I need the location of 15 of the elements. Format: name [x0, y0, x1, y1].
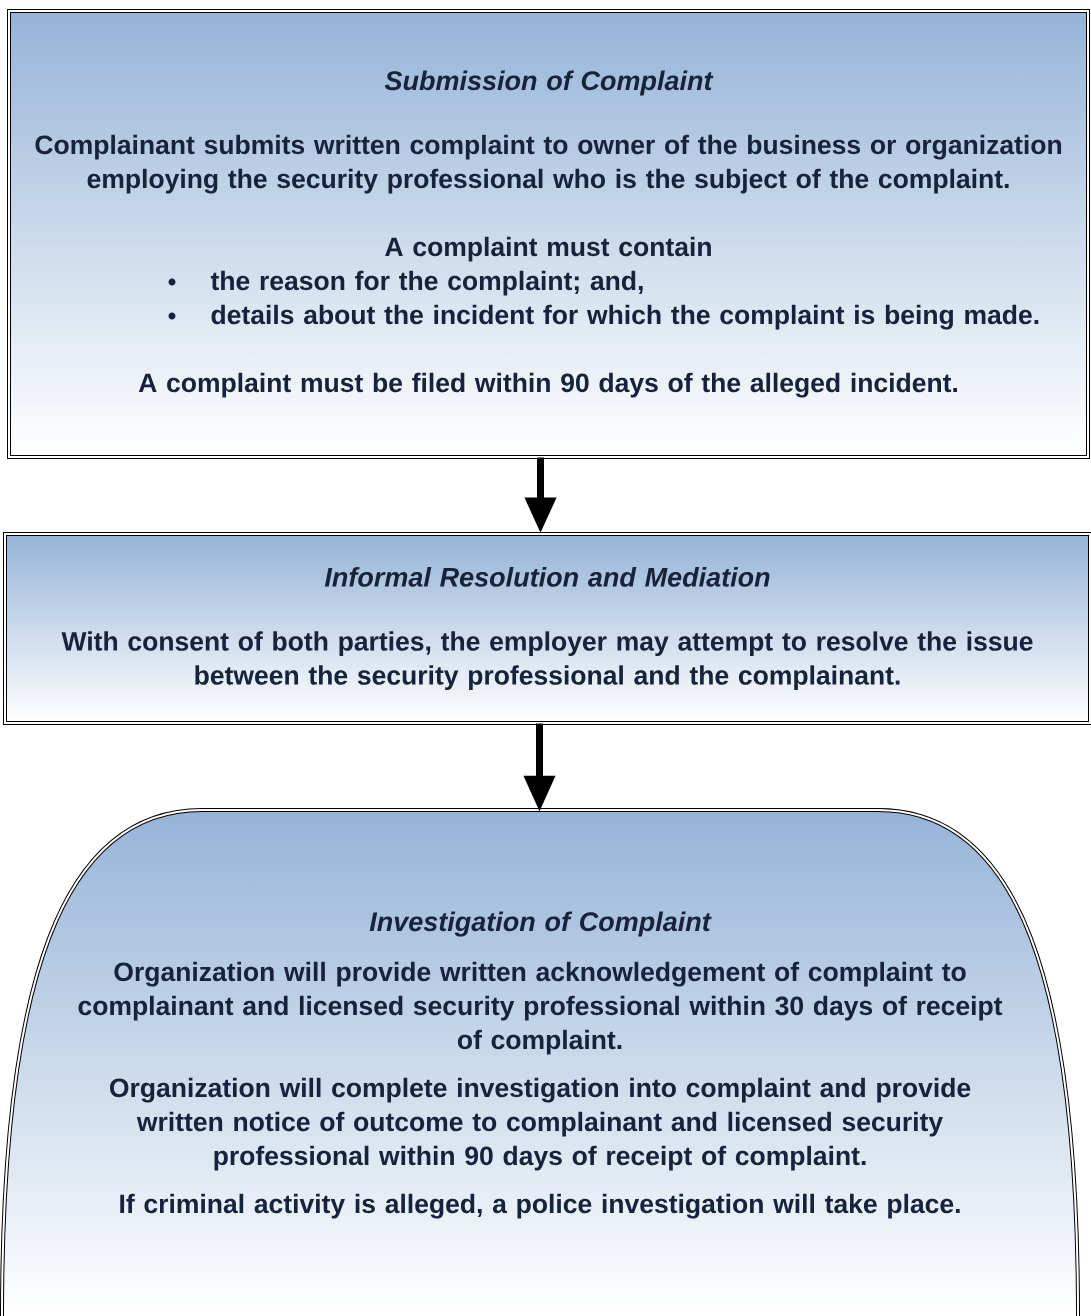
- heading: Informal Resolution and Mediation: [324, 566, 770, 587]
- paragraph: Organization will complete investigation into complaint and provide written notice of outcome to complainant and licensed security professional within 90 days of receipt of complaint.: [110, 1077, 971, 1171]
- process-box: [3, 532, 1091, 725]
- paragraph: A complaint must contain: [385, 236, 711, 262]
- heading: Investigation of Complaint: [369, 911, 712, 937]
- paragraph: If criminal activity is alleged, a police investigation will take place.: [120, 1193, 960, 1219]
- paragraph: Organization will provide written acknowledgement of complaint to complainant and licensed security professional within 30 days of receipt of complaint.: [78, 961, 1003, 1055]
- paragraph: A complaint must be filed within 90 days of the alleged incident.: [138, 372, 957, 398]
- list-item: details about the incident for which the complaint is being made.: [211, 304, 1039, 330]
- process-box: [7, 9, 1090, 459]
- list-item: the reason for the complaint; and,: [210, 270, 643, 296]
- paragraph: Complainant submits written complaint to owner of the business or organization employing the security professional who is the subject of the complaint.: [35, 134, 1062, 194]
- rounded-box: [0, 808, 1080, 1316]
- paragraph: With consent of both parties, the employer may attempt to resolve the issue between the security professional and the complainant.: [61, 631, 1033, 691]
- heading: Submission of Complaint: [384, 70, 714, 96]
